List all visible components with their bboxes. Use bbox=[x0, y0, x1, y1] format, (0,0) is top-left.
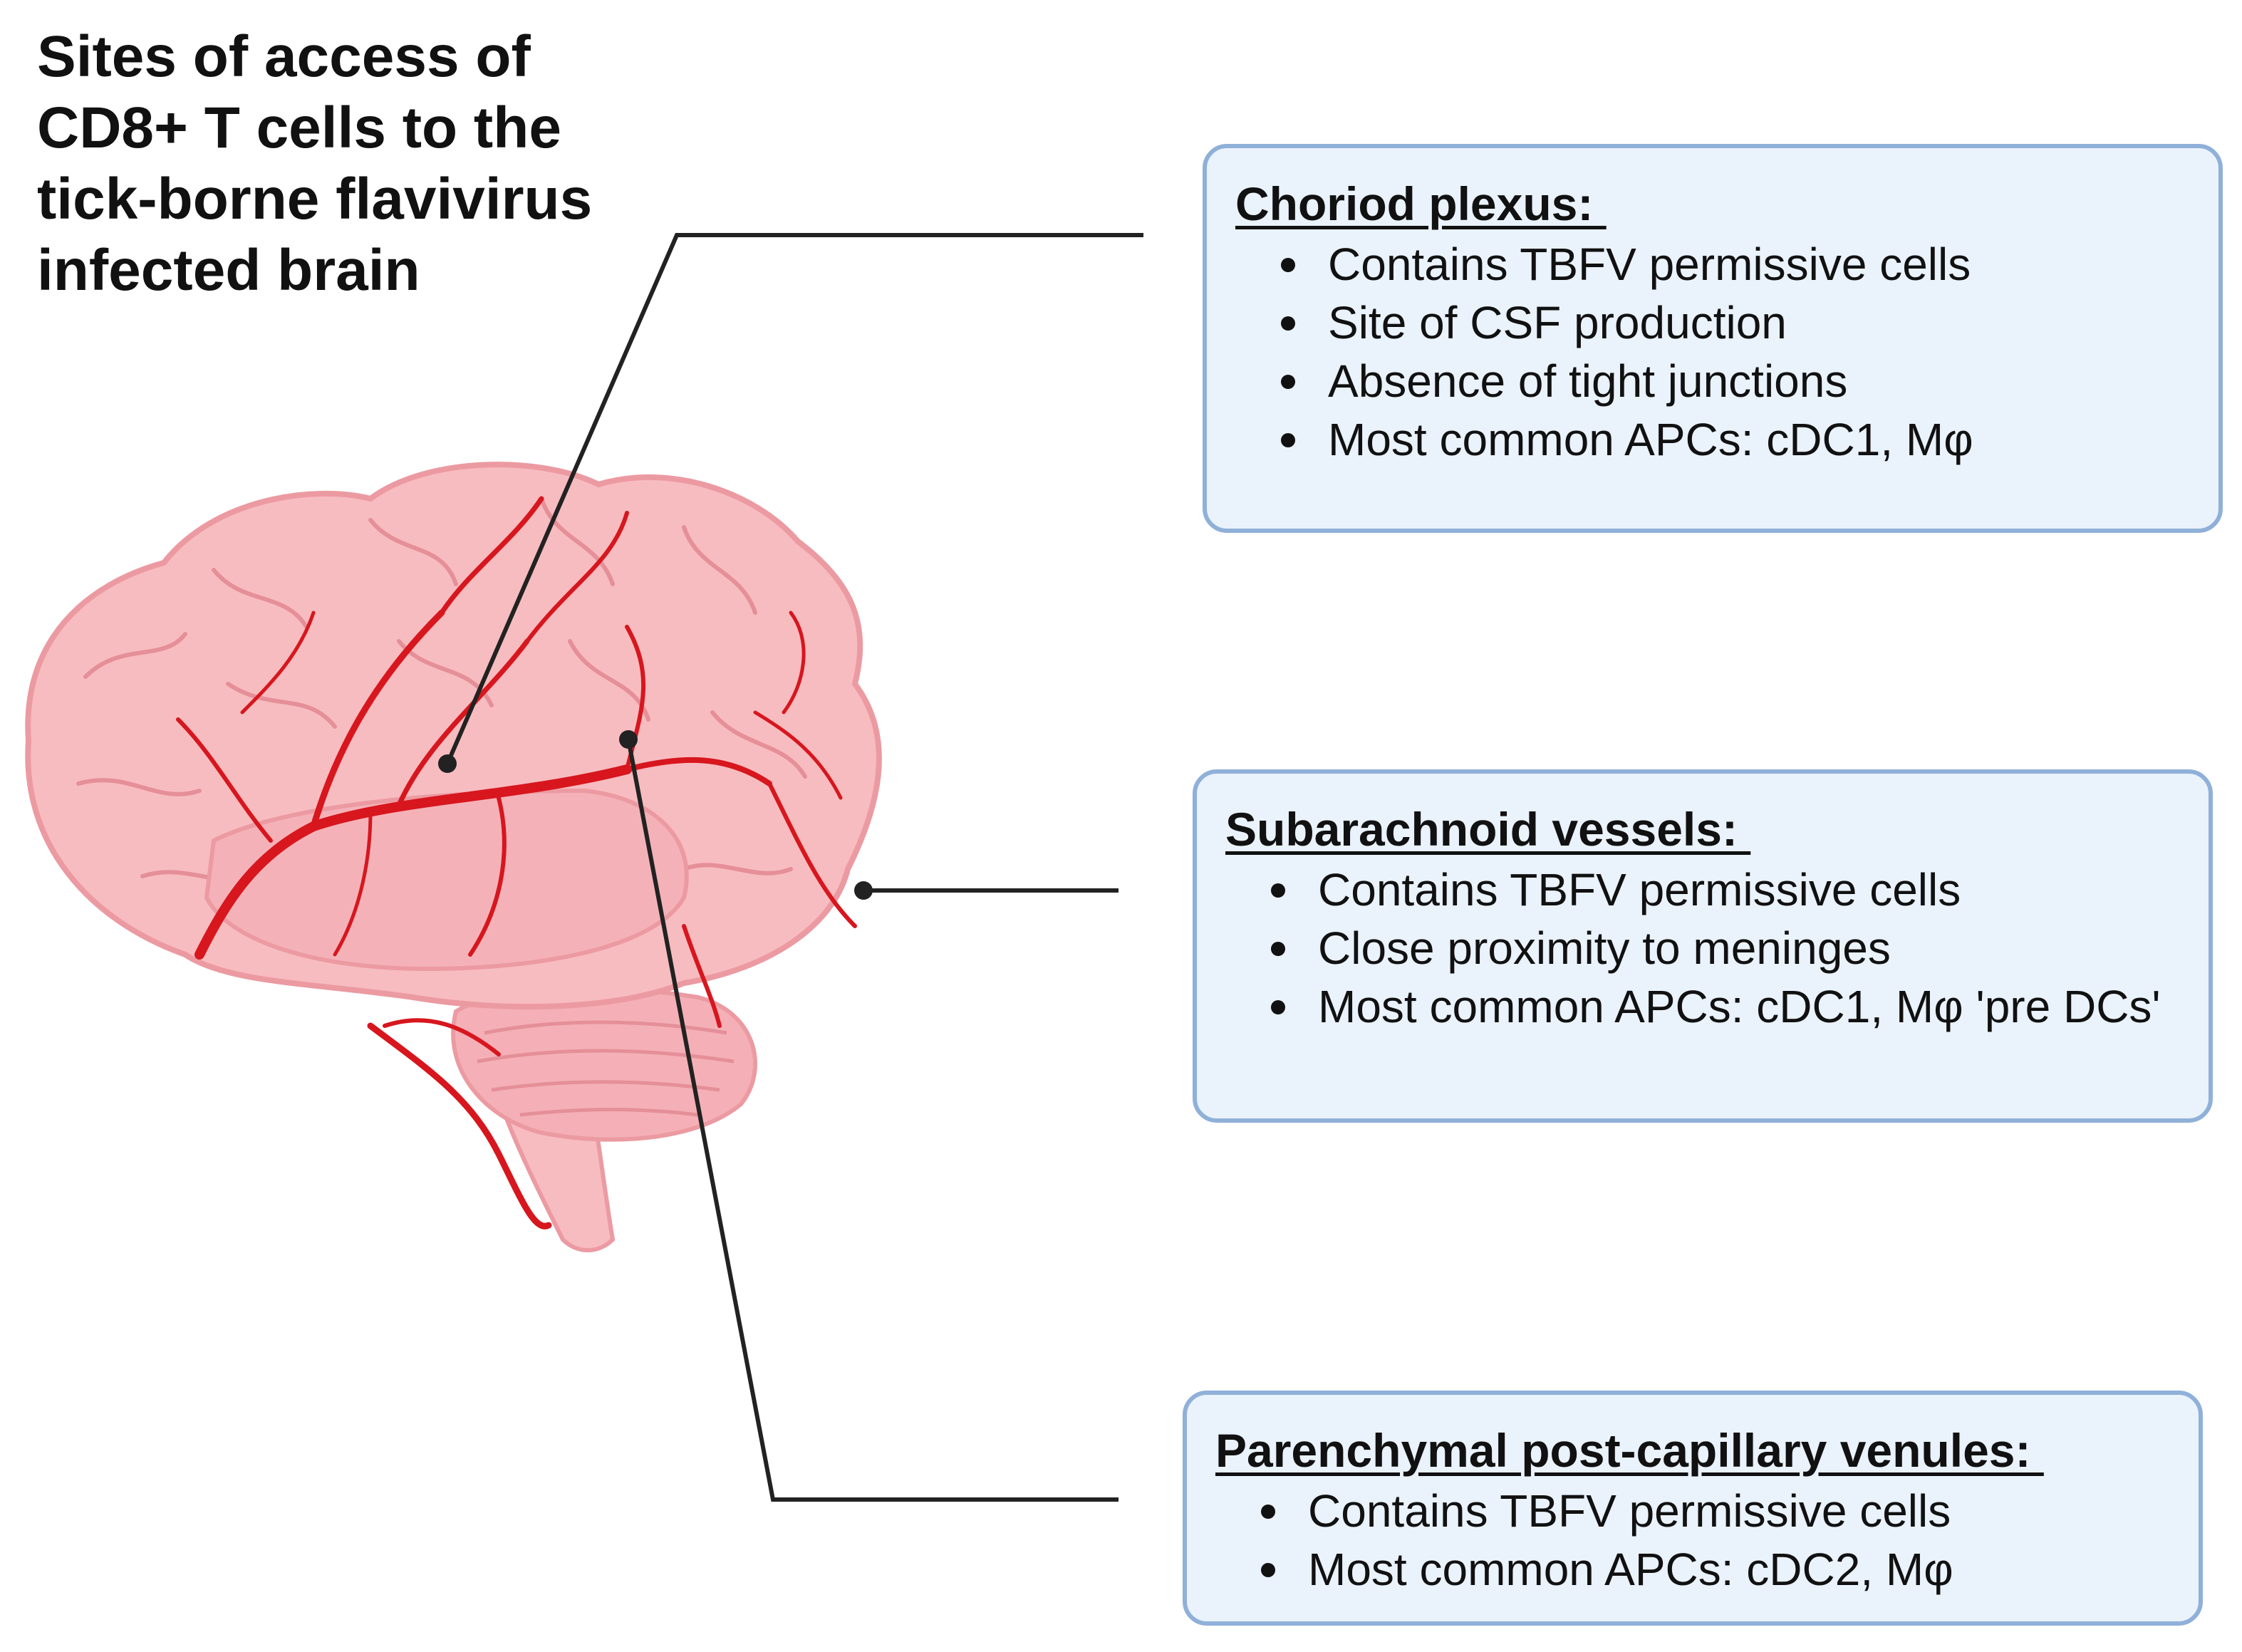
site-box-parenchymal-venules: Parenchymal post-capillary venules: Cont… bbox=[1183, 1391, 2203, 1626]
leader-line-parenchymal-venules bbox=[626, 739, 1119, 1502]
site-bullets: Contains TBFV permissive cells Site of C… bbox=[1235, 235, 2190, 469]
site-heading: Choriod plexus: bbox=[1235, 177, 1607, 230]
site-bullet: Absence of tight junctions bbox=[1281, 352, 2190, 410]
site-box-subarachnoid-vessels: Subarachnoid vessels: Contains TBFV perm… bbox=[1193, 769, 2213, 1123]
dot-choroid-plexus bbox=[438, 754, 457, 773]
diagram-title: Sites of access of CD8+ T cells to the t… bbox=[37, 24, 593, 303]
dot-subarachnoid-vessels bbox=[854, 881, 873, 900]
site-bullets: Contains TBFV permissive cells Most comm… bbox=[1215, 1482, 2170, 1599]
site-box-choroid-plexus: Choriod plexus: Contains TBFV permissive… bbox=[1203, 144, 2223, 533]
blood-vessels bbox=[176, 496, 857, 1230]
dot-parenchymal-venules bbox=[619, 730, 638, 749]
site-bullet: Contains TBFV permissive cells bbox=[1281, 235, 2190, 293]
site-bullet: Close proximity to meninges bbox=[1271, 919, 2180, 977]
main-artery bbox=[194, 764, 632, 960]
site-bullet: Most common APCs: cDC1, Mφ 'pre DCs' bbox=[1271, 977, 2180, 1036]
site-bullet: Contains TBFV permissive cells bbox=[1261, 1482, 2170, 1540]
site-bullet: Most common APCs: cDC2, Mφ bbox=[1261, 1540, 2170, 1599]
leader-dots bbox=[438, 730, 873, 900]
site-bullet: Most common APCs: cDC1, Mφ bbox=[1281, 410, 2190, 469]
site-heading: Subarachnoid vessels: bbox=[1225, 803, 1751, 856]
cerebellum-folds bbox=[477, 1020, 735, 1117]
temporal-lobe bbox=[204, 788, 689, 972]
site-bullet: Site of CSF production bbox=[1281, 293, 2190, 352]
leader-lines bbox=[445, 233, 1143, 1502]
cerebellum bbox=[451, 985, 757, 1142]
leader-line-choroid-plexus bbox=[445, 233, 1143, 765]
site-bullet: Contains TBFV permissive cells bbox=[1271, 861, 2180, 919]
site-bullets: Contains TBFV permissive cells Close pro… bbox=[1225, 861, 2180, 1036]
site-heading: Parenchymal post-capillary venules: bbox=[1215, 1424, 2044, 1477]
